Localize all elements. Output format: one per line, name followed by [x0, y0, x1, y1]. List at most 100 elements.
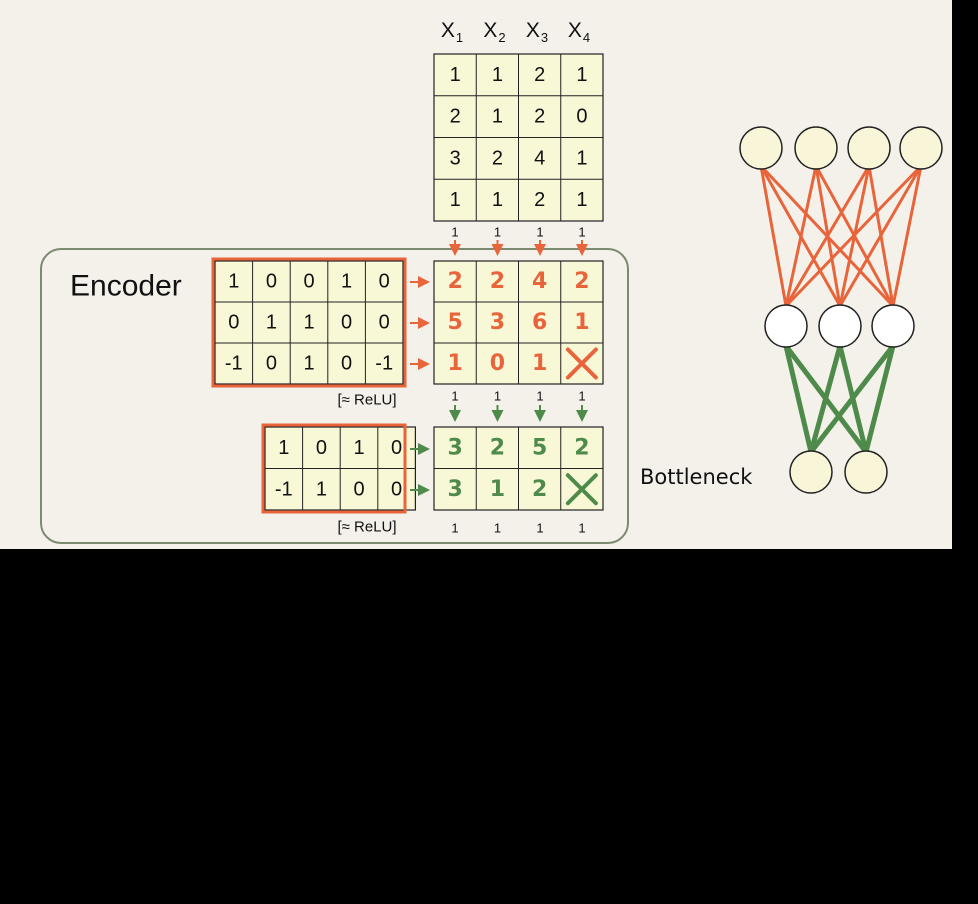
input-matrix-cell: 2	[534, 106, 545, 128]
hidden2-cell: 1	[490, 477, 505, 502]
weight2-cell: 1	[353, 437, 364, 459]
weight2-cell: 0	[353, 478, 364, 500]
bias-value: 1	[451, 389, 458, 404]
bias-row-1: 1 1 1 1	[451, 225, 585, 240]
weight1-cell: 1	[228, 271, 239, 293]
input-matrix-cell: 1	[576, 64, 587, 86]
hidden1-cell: 2	[447, 269, 462, 294]
hidden-node	[818, 304, 862, 348]
bias-value: 1	[451, 521, 458, 536]
hidden1-cell: 2	[490, 269, 505, 294]
hidden1-cell: 1	[447, 351, 462, 376]
bottleneck-label: Bottleneck	[640, 465, 753, 489]
weight1-cell: 0	[266, 271, 277, 293]
bias-value: 1	[536, 521, 543, 536]
weight2-cell: 1	[316, 478, 327, 500]
bias-value: 1	[494, 521, 501, 536]
bias-row-2: 1 1 1 1	[451, 389, 585, 404]
column-header: X1	[441, 19, 463, 45]
input-matrix-cell: 1	[450, 189, 461, 211]
weight1-cell: -1	[225, 353, 243, 375]
encoder-frame	[40, 248, 629, 544]
hidden1-cell: 5	[447, 310, 462, 335]
bias-value: 1	[494, 389, 501, 404]
bottleneck-node	[789, 450, 833, 494]
hidden-matrix-1: 22425361101X	[433, 260, 604, 385]
weight1-cell: 0	[266, 353, 277, 375]
input-matrix-cell: 2	[534, 64, 545, 86]
weight1-cell: 1	[341, 271, 352, 293]
column-header: X2	[483, 19, 505, 45]
bias-value: 1	[578, 225, 585, 240]
input-matrix-cell: 1	[576, 147, 587, 169]
edge-input-hidden	[891, 164, 923, 308]
weight2-cell: 1	[278, 437, 289, 459]
down-arrows	[449, 240, 588, 422]
bias-value: 1	[494, 225, 501, 240]
hidden1-cell: 2	[574, 269, 589, 294]
input-matrix-cell: 2	[450, 106, 461, 128]
bias-value: 1	[536, 389, 543, 404]
weight2-cell: 0	[316, 437, 327, 459]
hidden1-cell-cross: X	[565, 347, 598, 380]
weight2-cell: 0	[391, 478, 402, 500]
input-matrix-cell: 1	[450, 64, 461, 86]
input-matrix-cell: 2	[492, 147, 503, 169]
weight1-cell: 1	[303, 353, 314, 375]
weight1-cell: -1	[375, 353, 393, 375]
input-node	[739, 126, 783, 170]
input-node	[899, 126, 943, 170]
edge-input-hidden	[759, 164, 788, 308]
weight-matrix-1: 1 0 0 1 0 0 1 1 0 0 -1 0 1 0 -1	[211, 257, 407, 388]
input-matrix-cell: 1	[492, 64, 503, 86]
column-header: X3	[526, 19, 548, 45]
hidden2-cell: 3	[447, 435, 462, 460]
weight1-cell: 0	[303, 271, 314, 293]
weight1-cell: 1	[303, 312, 314, 334]
input-node	[847, 126, 891, 170]
weight1-cell: 0	[379, 312, 390, 334]
relu-label-1: [≈ ReLU]	[337, 392, 396, 409]
input-matrix-cell: 0	[576, 106, 587, 128]
bias-value: 1	[578, 389, 585, 404]
hidden2-cell: 2	[532, 477, 547, 502]
weight1-cell: 0	[341, 312, 352, 334]
weight1-cell: 0	[379, 271, 390, 293]
input-matrix-cell: 1	[492, 106, 503, 128]
hidden1-cell: 1	[574, 310, 589, 335]
input-matrix-cell: 3	[450, 147, 461, 169]
input-matrix-cell: 1	[576, 189, 587, 211]
hidden2-cell: 2	[574, 435, 589, 460]
weight1-cell: 0	[228, 312, 239, 334]
input-matrix-cell: 4	[534, 147, 545, 169]
hidden2-cell: 5	[532, 435, 547, 460]
input-node	[794, 126, 838, 170]
edge-input-hidden	[784, 164, 923, 308]
bias-row-3: 1 1 1 1	[451, 521, 585, 536]
weight-matrix-2: 1 0 1 0 -1 1 0 0	[261, 423, 416, 514]
weight1-cell: 0	[341, 353, 352, 375]
edge-input-hidden	[784, 164, 818, 308]
hidden1-cell: 1	[532, 351, 547, 376]
encoder-label: Encoder	[70, 270, 182, 303]
bias-value: 1	[536, 225, 543, 240]
hidden-matrix-2: 3252312X	[433, 426, 604, 511]
edge-hidden-bottleneck	[808, 343, 843, 455]
network-diagram	[739, 126, 943, 494]
weight1-cell: 1	[266, 312, 277, 334]
bias-value: 1	[451, 225, 458, 240]
hidden-node	[764, 304, 808, 348]
weight2-cell: 0	[391, 437, 402, 459]
hidden1-cell: 6	[532, 310, 547, 335]
weight2-cell: -1	[275, 478, 293, 500]
edge-hidden-bottleneck	[783, 343, 814, 455]
hidden-node	[871, 304, 915, 348]
relu-label-2: [≈ ReLU]	[337, 519, 396, 536]
edge-input-hidden	[838, 164, 923, 308]
input-matrix-cell: 2	[534, 189, 545, 211]
bottleneck-node	[844, 450, 888, 494]
bias-value: 1	[578, 521, 585, 536]
